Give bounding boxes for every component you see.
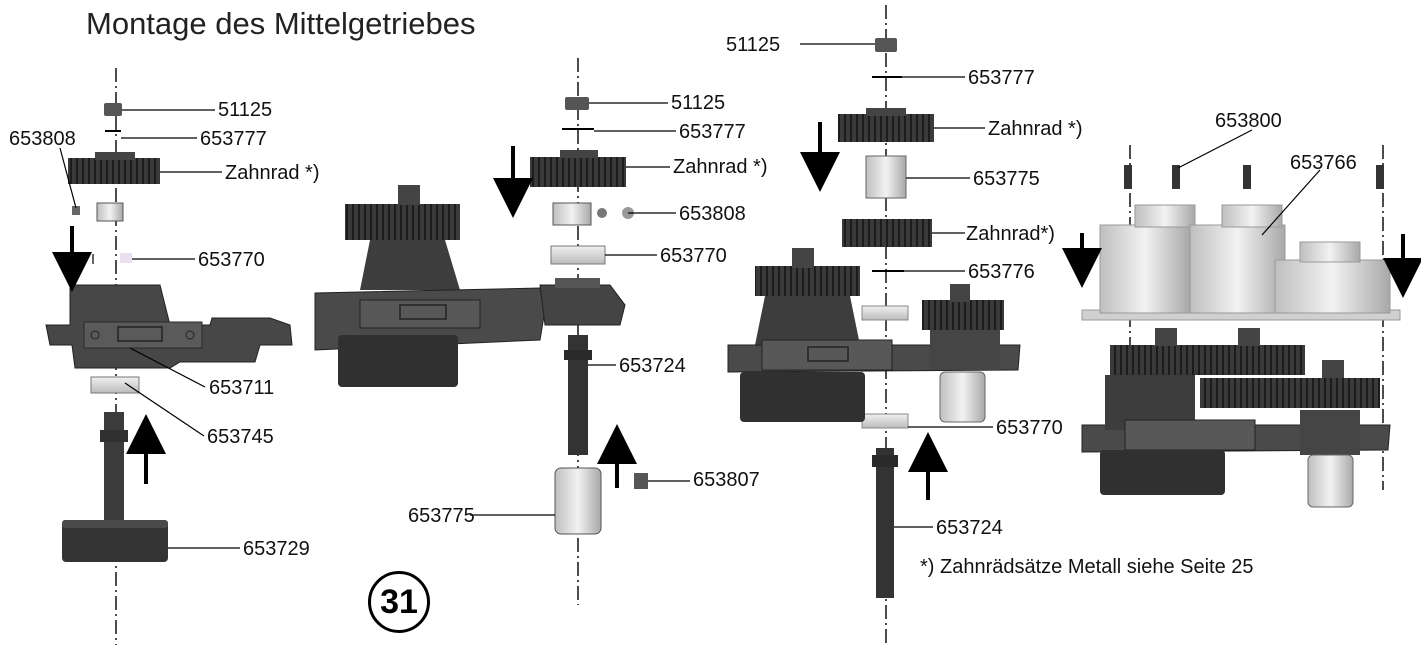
label-653711-g1: 653711 [209,377,275,399]
label-653724-g3: 653724 [936,517,1003,539]
label-zahnrad-2-g3: Zahnrad*) [966,223,1055,245]
gear-g1 [68,158,160,184]
group-1-parts [45,103,293,562]
bushing-653808-g2 [552,202,592,226]
nut-51125-g2 [565,97,589,110]
label-653729-g1: 653729 [243,538,310,560]
screw-3-g4 [1243,165,1251,189]
pin-653807-g2 [634,473,648,489]
label-zahnrad-g1: Zahnrad *) [225,162,320,184]
screw-2-g4 [1172,165,1180,189]
label-653776-g3: 653776 [968,261,1035,283]
screw-1-g4 [1124,165,1132,189]
gear-hub-g1 [95,152,135,160]
coupling-653775-g3 [865,155,907,199]
gear-g2 [530,157,626,187]
label-653800-g4: 653800 [1215,110,1282,132]
washer-653777-g2 [562,128,594,130]
label-653770-g3: 653770 [996,417,1063,439]
spacer-g3 [861,305,909,321]
nut-51125-g3 [875,38,897,52]
group-3-parts [838,38,934,598]
washer-653776-g3 [872,270,904,272]
label-zahnrad-1-g3: Zahnrad *) [988,118,1083,140]
leader-lines [59,43,1321,549]
label-653775-g2: 653775 [408,505,475,527]
step-number-badge: 31 [368,571,430,633]
group-4-parts [1081,165,1401,508]
label-653745-g1: 653745 [207,426,274,448]
label-653766-g4: 653766 [1290,152,1357,174]
gear-2-g3 [842,219,932,247]
label-51125-g1: 51125 [218,99,273,121]
screw-4-g4 [1376,165,1384,189]
group-2-assembly [314,185,626,387]
label-zahnrad-g2: Zahnrad *) [673,156,768,178]
washer-653777-g3 [872,76,902,78]
group-2-parts [530,97,648,535]
shaft-653724-g2 [568,335,588,455]
gear-1-g3 [838,114,934,142]
label-653770-g1: 653770 [198,249,265,271]
label-653777-g1: 653777 [200,128,267,150]
label-653808-g2: 653808 [679,203,746,225]
label-51125-g3: 51125 [726,34,781,56]
label-653777-g2: 653777 [679,121,746,143]
shaft-653724-g3 [876,448,894,598]
label-653807-g2: 653807 [693,469,760,491]
page-title: Montage des Mittelgetriebes [86,6,476,41]
label-653775-g3: 653775 [973,168,1040,190]
spacer-653770-g1 [120,253,132,263]
shaft-g1 [104,412,124,522]
label-653808-g1: 653808 [9,128,76,150]
knob-653729-g1 [62,520,168,562]
footnote: *) Zahnrädsätze Metall siehe Seite 25 [920,556,1254,578]
bearing-653745-g1 [90,376,140,394]
label-653724-g2: 653724 [619,355,686,377]
spacer-653770-g3 [861,413,909,429]
spacer-653770-g2 [550,245,606,265]
assembly-gear-top [345,204,460,240]
label-653777-g3: 653777 [968,67,1035,89]
label-653770-g2: 653770 [660,245,727,267]
assembly-arrows [52,122,1421,500]
label-51125-g2: 51125 [671,92,726,114]
assembly-base [338,335,458,387]
group-3-assembly [727,248,1021,423]
pin-653808-g1 [72,206,80,215]
nut-51125-g1 [104,103,122,116]
coupling-653775-g2 [554,467,602,535]
bushing-g1 [96,202,124,222]
washer-653777-g1 [105,130,121,132]
